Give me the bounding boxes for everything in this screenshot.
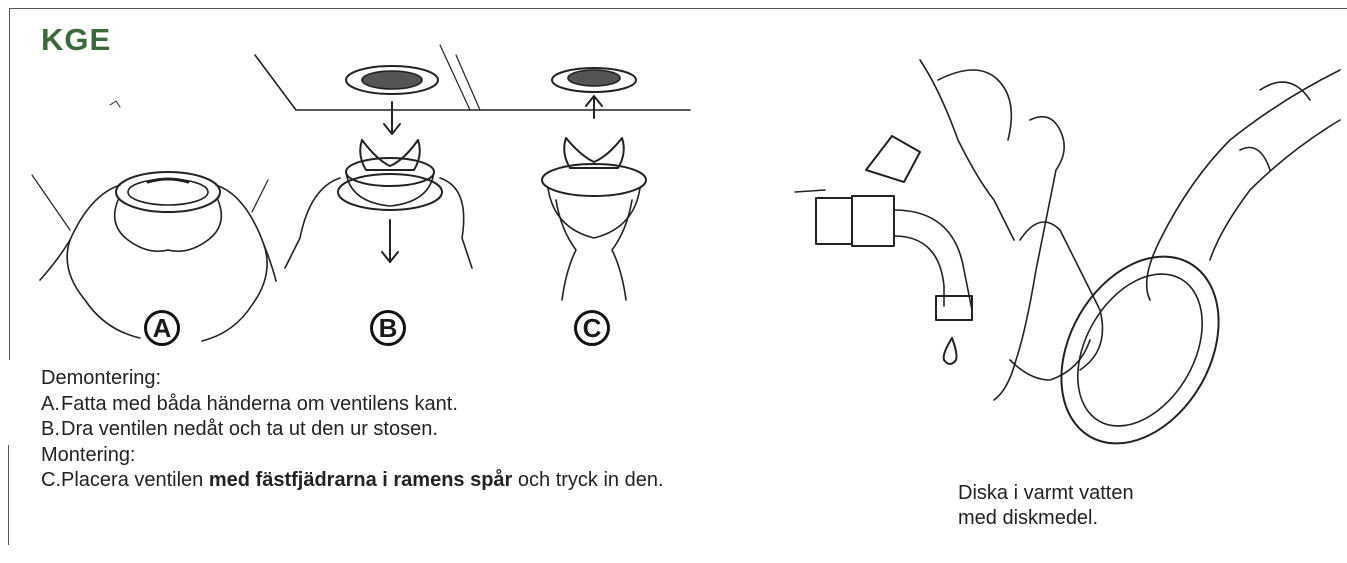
- step-label-b: B: [370, 310, 406, 346]
- illustration-a-hands-holding-valve: [32, 101, 276, 341]
- instruction-b: B. Dra ventilen nedåt och ta ut den ur s…: [41, 417, 671, 443]
- caption-line-2: med diskmedel.: [958, 506, 1218, 531]
- step-label-a: A: [144, 310, 180, 346]
- instruction-c-text-before: Placera ventilen: [61, 469, 209, 491]
- instruction-c-text-after: och tryck in den.: [512, 469, 663, 491]
- instruction-c-text: Placera ventilen med fästfjädrarna i ram…: [61, 468, 671, 494]
- heading-demontering: Demontering:: [41, 366, 671, 392]
- caption-line-1: Diska i varmt vatten: [958, 481, 1218, 506]
- illustration-c-place-valve: [456, 55, 690, 300]
- washing-caption: Diska i varmt vatten med diskmedel.: [958, 481, 1218, 531]
- instructions-block: Demontering: A. Fatta med båda händerna …: [41, 366, 671, 494]
- heading-montering: Montering:: [41, 443, 671, 469]
- instruction-a-marker: A.: [41, 392, 61, 418]
- instruction-c-text-bold: med fästfjädrarna i ramens spår: [209, 469, 512, 491]
- instruction-c: C. Placera ventilen med fästfjädrarna i …: [41, 468, 671, 494]
- instruction-a: A. Fatta med båda händerna om ventilens …: [41, 392, 671, 418]
- instruction-c-marker: C.: [41, 468, 61, 494]
- instruction-b-text: Dra ventilen nedåt och ta ut den ur stos…: [61, 417, 671, 443]
- illustration-washing-in-water: [795, 60, 1340, 472]
- illustration-b-pull-valve-down: [255, 45, 472, 268]
- instruction-b-marker: B.: [41, 417, 61, 443]
- instruction-a-text: Fatta med båda händerna om ventilens kan…: [61, 392, 671, 418]
- step-label-c: C: [574, 310, 610, 346]
